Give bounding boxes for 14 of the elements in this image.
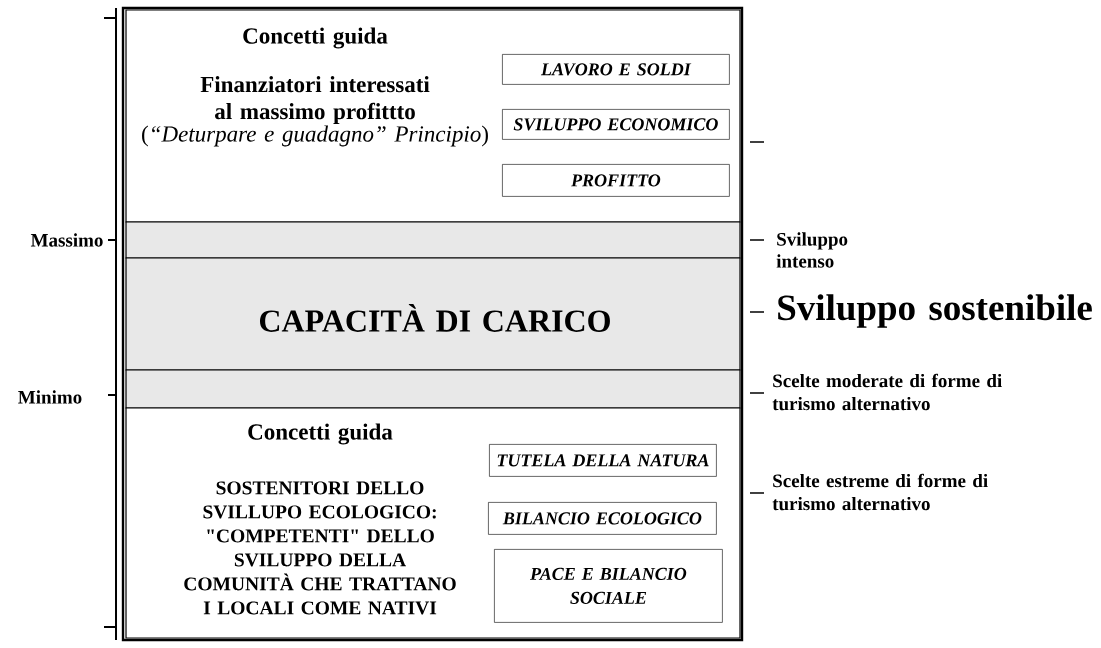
scale-label: Scelte estreme di forme di turismo alternativo xyxy=(772,473,988,511)
concept-box: TUTELA DELLA NATURA xyxy=(489,444,717,477)
concept-box: SVILUPPO ECONOMICO xyxy=(502,109,730,140)
concept-box: PROFITTO xyxy=(502,164,730,197)
scale-label: Minimo xyxy=(18,390,82,404)
band xyxy=(125,369,741,409)
concept-box: BILANCIO ECOLOGICO xyxy=(488,502,717,535)
scale-label: Sviluppo intenso xyxy=(776,232,848,268)
band xyxy=(125,221,741,259)
concept-box: LAVORO E SOLDI xyxy=(502,54,730,85)
scale-label: Massimo xyxy=(30,233,103,247)
scale-label: Sviluppo sostenibile xyxy=(778,294,1092,328)
concept-box: PACE E BILANCIO SOCIALE xyxy=(494,549,723,623)
scale-label: Scelte moderate di forme di turismo alternativo xyxy=(772,373,1002,411)
